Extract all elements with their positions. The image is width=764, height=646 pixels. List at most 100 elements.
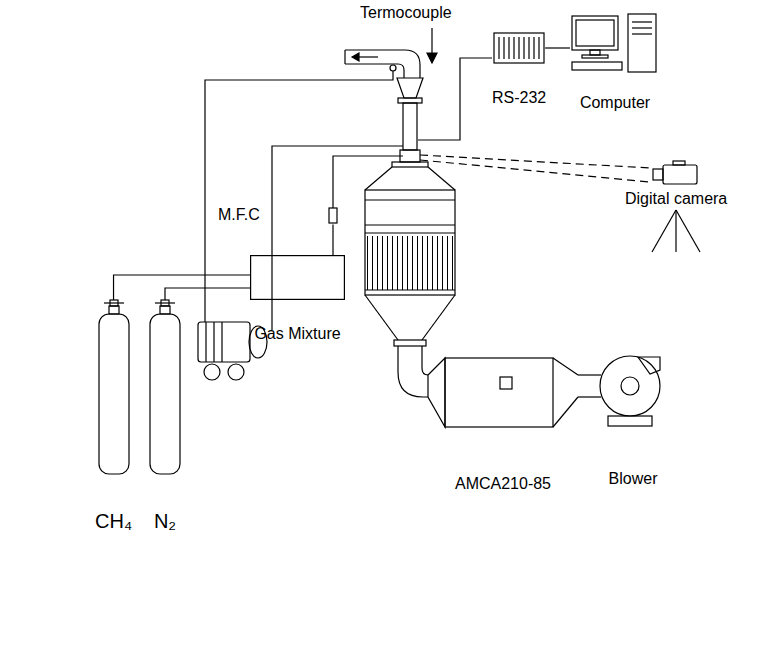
housing — [365, 289, 455, 290]
flow-arrow — [352, 53, 359, 61]
logger-slot — [504, 37, 505, 59]
cylinder-neck — [109, 306, 119, 314]
node-label: Blower — [609, 470, 658, 488]
elbow-duct — [398, 346, 428, 397]
connector-line — [332, 224, 333, 255]
connector-line — [114, 275, 250, 300]
pump-motor — [221, 322, 222, 362]
camera-body — [663, 165, 697, 184]
camera-icon: Digital camera — [625, 160, 727, 252]
part-label: Termocouple — [360, 4, 452, 22]
monitor-stand — [582, 55, 608, 58]
nozzle — [397, 78, 423, 98]
housing — [365, 190, 455, 295]
thermocouple-arrow — [427, 53, 437, 63]
screen — [576, 20, 614, 46]
housing — [365, 232, 455, 233]
valve-handle — [104, 302, 124, 303]
gas-cylinder: N₂ — [147, 300, 183, 533]
blower-inlet — [578, 396, 601, 397]
pump-line — [205, 71, 393, 322]
connector-line — [165, 288, 250, 300]
exhaust-pipe — [345, 64, 404, 78]
logger-slot — [509, 37, 510, 59]
node-label: AMCA210-85 — [455, 475, 551, 493]
sight-line — [420, 160, 650, 182]
pump-line — [272, 146, 403, 330]
mfc-box — [329, 208, 337, 223]
drive-bay — [632, 33, 652, 34]
flange — [392, 162, 428, 167]
exhaust-pipe — [345, 50, 420, 78]
contraction — [422, 295, 455, 340]
tripod-leg — [676, 210, 700, 252]
junction-dot — [390, 65, 396, 71]
pump-wheel — [204, 364, 220, 380]
test-tube — [403, 103, 417, 150]
gas-cylinder-shape — [147, 300, 183, 475]
node-label: N₂ — [154, 510, 176, 533]
mixing-box-shape — [250, 255, 345, 300]
cylinder-body — [99, 314, 129, 474]
fan-hub — [621, 377, 639, 395]
tripod — [646, 210, 706, 252]
logger-slot — [534, 37, 535, 59]
camera-icon-shape — [651, 160, 701, 186]
flow-controller-shape — [328, 207, 338, 224]
contraction — [365, 295, 398, 340]
gas-cylinder: CH₄ — [95, 300, 132, 533]
logger-slot — [519, 37, 520, 59]
drive-bay — [632, 27, 652, 28]
node-label: Digital camera — [625, 190, 727, 208]
gas-cylinder-shape — [96, 300, 132, 475]
elbow-duct — [422, 346, 428, 375]
thermocouple-arrow — [431, 28, 432, 55]
connector-line — [545, 47, 570, 48]
exhaust-pipe — [344, 50, 345, 64]
cylinder-body — [150, 314, 180, 474]
window — [500, 377, 512, 389]
node-label: Gas Mixture — [254, 325, 340, 343]
logger-slot — [499, 37, 500, 59]
duct-inlet — [428, 358, 445, 427]
logger-case — [494, 33, 544, 63]
data-logger-shape — [493, 32, 545, 64]
monitor — [572, 16, 618, 50]
duct-taper — [553, 397, 578, 427]
computer-icon-shape — [570, 12, 660, 74]
logger-slot — [539, 37, 540, 59]
computer-icon: Computer — [570, 12, 660, 112]
blower-icon: Blower — [578, 350, 688, 488]
fan-casing — [600, 356, 660, 416]
monitor-stand — [590, 50, 600, 55]
blower-outlet — [638, 357, 660, 374]
flange — [394, 340, 426, 346]
logger-slot — [524, 37, 525, 59]
mixer-box — [251, 256, 345, 300]
node-label: Computer — [580, 94, 650, 112]
viewfinder — [673, 161, 685, 165]
node-label: RS-232 — [492, 89, 546, 107]
keyboard — [572, 62, 622, 70]
drive-bay — [632, 21, 652, 22]
tripod-leg — [652, 210, 676, 252]
housing — [365, 199, 455, 200]
flow-duct: AMCA210-85 — [428, 355, 578, 493]
blower-icon-shape — [578, 350, 688, 430]
flange — [398, 98, 422, 103]
sight-line — [420, 155, 650, 168]
blower-base — [608, 416, 652, 426]
node-label: M.F.C — [218, 206, 260, 224]
fuel-line — [333, 156, 403, 208]
pump-wheel — [228, 364, 244, 380]
honeycomb — [366, 236, 454, 290]
pump-motor — [213, 322, 214, 362]
data-logger: RS-232 — [492, 32, 546, 107]
logger-slot — [529, 37, 530, 59]
camera-lens — [653, 169, 663, 180]
housing — [365, 224, 455, 225]
blower-inlet — [578, 374, 601, 375]
test-chamber — [445, 358, 553, 427]
cylinder-neck — [160, 306, 170, 314]
flow-controller: M.F.C — [218, 206, 338, 224]
